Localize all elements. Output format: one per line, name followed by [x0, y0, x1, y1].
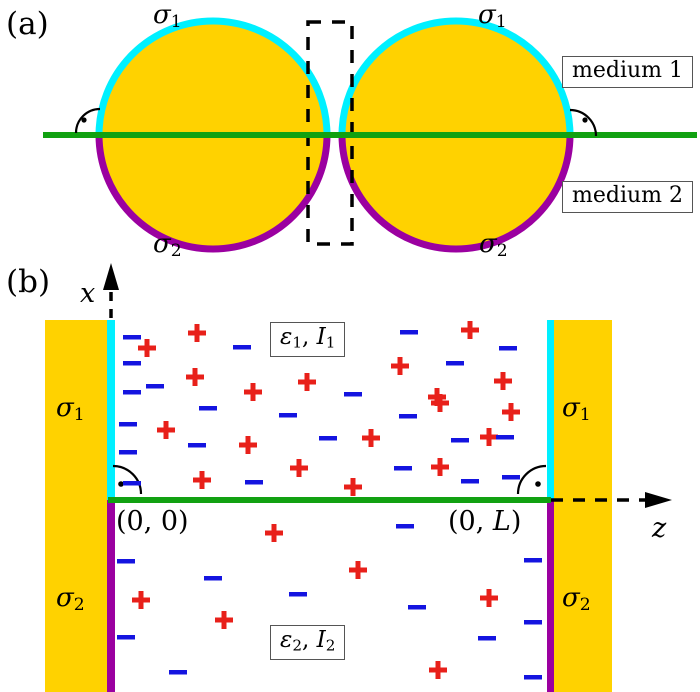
left-slab-sigma2-strip [107, 500, 115, 692]
panel-b-sigma1-right: σ1 [562, 393, 591, 425]
charge-upper-region [233, 345, 251, 350]
x-axis-arrowhead [103, 263, 119, 290]
droplet-left-sigma1-arc [95, 17, 331, 135]
charge-upper-region [157, 421, 175, 439]
charge-upper-region [199, 406, 217, 411]
charge-upper-region [502, 475, 520, 480]
charge-lower-region [429, 661, 447, 679]
right-angle-dot-right-b [535, 481, 541, 487]
medium-1-label: medium 1 [562, 56, 694, 88]
charge-lower-region [117, 559, 135, 564]
charge-upper-region [496, 435, 514, 440]
panel-a-sigma1-right: σ1 [478, 0, 507, 32]
left-slab-sigma1-strip [107, 320, 115, 500]
charge-lower-region [524, 620, 542, 625]
charge-lower-region [396, 524, 414, 529]
charge-upper-region [391, 357, 409, 375]
charge-upper-region [123, 390, 141, 395]
charge-upper-region [245, 480, 263, 485]
charge-upper-region [494, 372, 512, 390]
charge-upper-region [298, 373, 316, 391]
charge-upper-region [502, 403, 520, 421]
charge-lower-region [289, 592, 307, 597]
contact-angle-arc-right [569, 108, 598, 137]
panel-a-sigma2-right: σ2 [479, 229, 508, 261]
right-slab-sigma1-strip [547, 320, 554, 500]
charge-lower-region [265, 524, 283, 542]
right-slab-fill [554, 320, 612, 692]
panel-b-sigma2-right: σ2 [562, 583, 591, 615]
charge-upper-region [400, 330, 418, 335]
charge-upper-region [123, 361, 141, 366]
charge-upper-region [451, 438, 469, 443]
medium-1-properties-box: ε1, I1 [270, 322, 346, 357]
medium-2-properties-box: ε2, I2 [270, 625, 346, 660]
charge-upper-region [362, 429, 380, 447]
panel-b-sigma1-left: σ1 [56, 393, 85, 425]
corner-angle-arc-left-b [112, 464, 143, 495]
right-angle-dot-right [582, 117, 588, 123]
charge-upper-region [119, 422, 137, 427]
charge-upper-region [186, 368, 204, 386]
charge-layer [117, 321, 542, 680]
charge-upper-region [344, 478, 362, 496]
x-axis-label: x [80, 278, 96, 309]
z-axis-label: z [652, 513, 667, 544]
panel-a-sigma2-left: σ2 [153, 229, 182, 261]
origin-coordinate-label: (0, 0) [116, 506, 189, 537]
right-coordinate-label: (0, L) [448, 506, 522, 537]
charge-upper-region [188, 324, 206, 342]
charge-lower-region [349, 561, 367, 579]
charge-lower-region [117, 635, 135, 640]
right-slab-sigma2-strip [547, 500, 554, 692]
corner-angle-arc-right-b [516, 464, 547, 495]
panel-a-letter: (a) [6, 6, 49, 42]
charge-upper-region [399, 414, 417, 419]
charge-upper-region [499, 346, 517, 351]
charge-lower-region [478, 636, 496, 641]
charge-upper-region [138, 339, 156, 357]
charge-upper-region [279, 413, 297, 418]
charge-upper-region [290, 459, 308, 477]
right-angle-dot-left-b [118, 481, 124, 487]
charge-upper-region [319, 436, 337, 441]
panel-a-sigma1-left: σ1 [153, 0, 182, 32]
charge-lower-region [524, 558, 542, 563]
left-slab-fill [45, 320, 107, 692]
charge-upper-region [461, 479, 479, 484]
charge-upper-region [461, 321, 479, 339]
charge-upper-region [244, 383, 262, 401]
panel-b-sigma2-left: σ2 [56, 583, 85, 615]
panel-b-letter: (b) [6, 264, 51, 300]
contact-angle-arc-left [74, 107, 101, 134]
charge-upper-region [446, 361, 464, 366]
droplet-left-sigma2-arc [95, 135, 331, 253]
charge-upper-region [123, 481, 141, 486]
charge-lower-region [169, 670, 187, 675]
charge-upper-region [480, 428, 498, 446]
charge-upper-region [119, 450, 137, 455]
right-angle-dot-left [81, 117, 87, 123]
charge-lower-region [215, 611, 233, 629]
droplet-right-sigma2-arc [338, 135, 574, 253]
charge-upper-region [123, 335, 141, 340]
charge-upper-region [428, 388, 446, 406]
charge-upper-region [146, 384, 164, 389]
charge-upper-region [239, 436, 257, 454]
charge-lower-region [408, 605, 426, 610]
charge-upper-region [193, 471, 211, 489]
charge-upper-region [188, 443, 206, 448]
z-axis-arrowhead [645, 492, 672, 508]
charge-lower-region [480, 589, 498, 607]
charge-upper-region [394, 466, 412, 471]
charge-lower-region [132, 591, 150, 609]
charge-upper-region [344, 392, 362, 397]
charge-upper-region [431, 458, 449, 476]
charge-lower-region [204, 576, 222, 581]
medium-2-label: medium 2 [562, 181, 694, 213]
droplet-right-sigma1-arc [338, 17, 574, 135]
charge-lower-region [524, 675, 542, 680]
charge-upper-region [431, 394, 449, 412]
